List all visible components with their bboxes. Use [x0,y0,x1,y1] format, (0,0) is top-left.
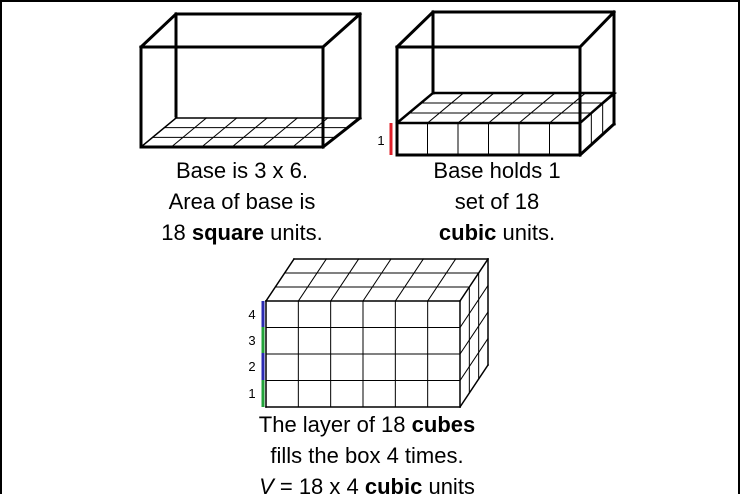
cube-grid-line [394,258,425,302]
layer-edge [395,91,435,125]
box-four-layers [264,257,490,409]
base-grid-line [170,117,208,148]
box-edge [458,363,490,409]
caption-text: The layer of 18 [258,412,412,437]
cube-grid-line [362,258,392,302]
layer-grid-line [426,92,465,124]
cube-grid-line [459,337,489,382]
cube-grid-line [329,258,360,302]
base-grid-line [200,117,238,148]
caption-bold: cubic [364,474,423,499]
layer-number-2: 2 [248,359,255,374]
box-edge [394,9,436,50]
layer-number-1: 1 [248,386,255,401]
base-grid-line [231,117,268,148]
box-edge [320,115,363,150]
box-base-area [138,11,363,150]
caption-text: 18 [161,220,192,245]
caption-line: The layer of 18 cubes [217,409,517,440]
layer-grid-line [487,92,526,124]
box-edge [577,9,617,50]
caption-text: = 18 x 4 [273,474,365,499]
caption-text: units [422,474,475,499]
caption-one-layer: Base holds 1 set of 18 cubic units. [387,155,607,248]
caption-line: fills the box 4 times. [270,443,464,468]
caption-bold: cubic [438,220,497,245]
caption-line: Base is 3 x 6. [175,158,309,183]
box-edge [264,257,296,303]
cube-grid-line [459,311,489,355]
caption-volume: The layer of 18 cubes fills the box 4 ti… [217,409,517,502]
caption-bold: cubes [411,412,476,437]
caption-line: V = 18 x 4 cubic units [217,471,517,502]
box-edge [458,257,490,303]
box-edge [138,11,179,50]
box-edge [139,116,178,149]
layer-edge [578,91,616,125]
box-edge [320,11,363,50]
layer-number-3: 3 [248,333,255,348]
box-edge [577,121,617,158]
caption-text: units. [264,220,323,245]
layer-label-1: 1 [377,133,384,148]
caption-bold: square [191,220,265,245]
caption-text: units. [496,220,556,245]
box-one-layer [394,9,617,158]
cube-grid-line [297,258,328,302]
caption-line: cubic units. [387,217,607,248]
caption-line: Area of base is [168,189,316,214]
layer-number-4: 4 [248,307,255,322]
base-grid-line [261,117,299,148]
cube-grid-line [426,258,457,302]
caption-line: Base holds 1 [433,158,561,183]
layer-grid-line [457,92,495,124]
volume-variable: V [259,474,274,499]
caption-line: 18 square units. [132,217,352,248]
cube-grid-line [459,284,489,329]
caption-line: set of 18 [454,189,540,214]
layer-grid-line [518,92,556,124]
caption-base-area: Base is 3 x 6. Area of base is 18 square… [132,155,352,248]
